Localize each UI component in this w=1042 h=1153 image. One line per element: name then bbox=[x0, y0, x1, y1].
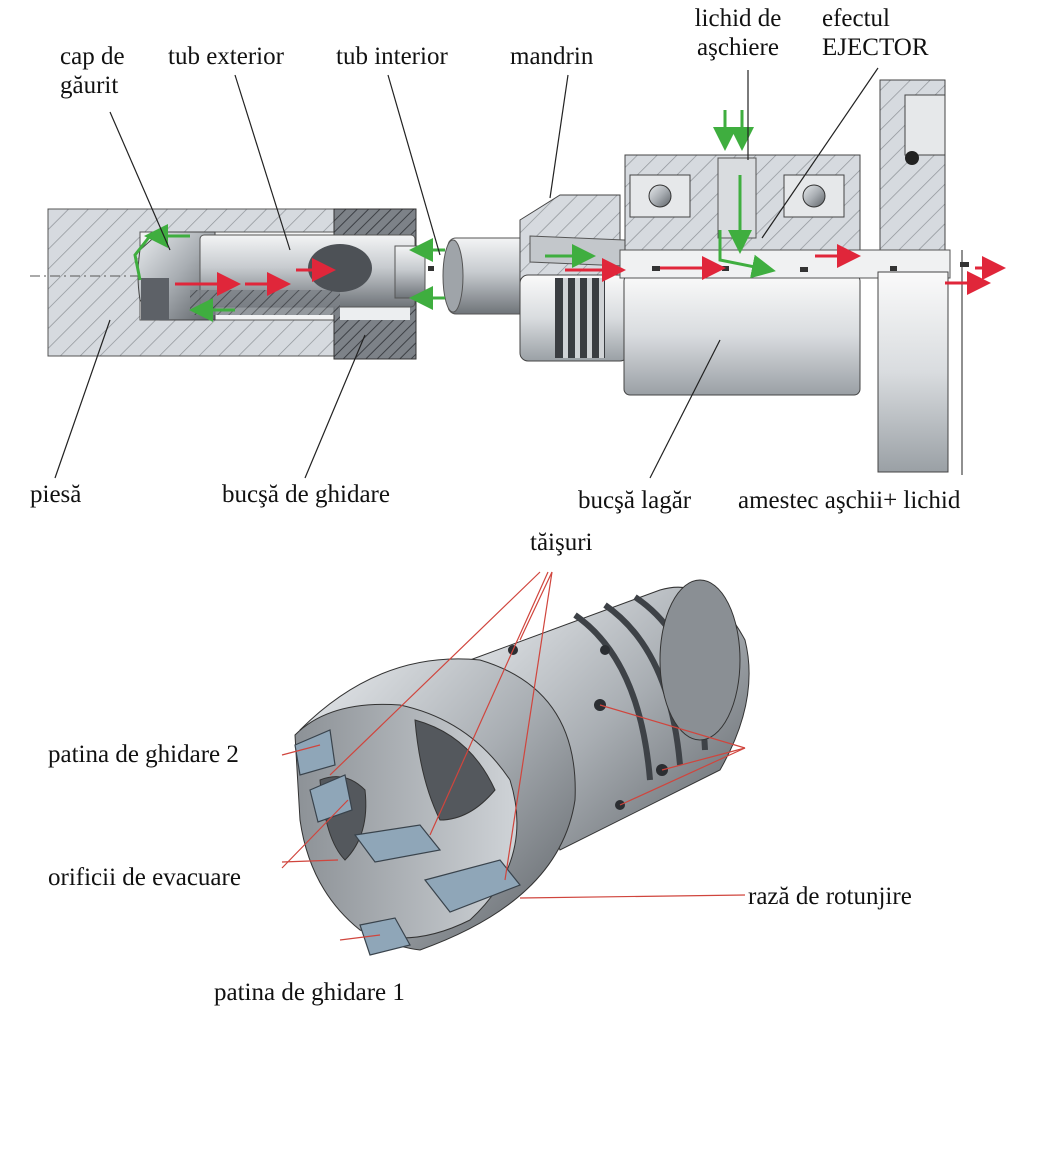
ball-bearing-left bbox=[629, 174, 691, 218]
label-patina-2: patina de ghidare 2 bbox=[48, 741, 239, 768]
label-efectul-ejector: efectul EJECTOR bbox=[822, 5, 929, 61]
label-bucsa-lagar: bucşă lagăr bbox=[578, 487, 692, 514]
bearing-bushing bbox=[623, 274, 861, 396]
label-cap-de-gaurit: cap de găurit bbox=[60, 43, 125, 99]
label-lichid-de-aschiere: lichid de aşchiere bbox=[694, 5, 782, 61]
label-raza: rază de rotunjire bbox=[748, 883, 912, 910]
label-bucsa-de-ghidare: bucşă de ghidare bbox=[222, 481, 390, 508]
label-amestec: amestec aşchii+ lichid bbox=[738, 487, 961, 514]
label-patina-1: patina de ghidare 1 bbox=[214, 979, 405, 1006]
leader-lines-bottom bbox=[281, 571, 746, 941]
ball-bearing-right bbox=[783, 174, 845, 218]
leader-lines-top bbox=[54, 67, 879, 479]
chip-flow-arrows bbox=[175, 244, 1006, 296]
label-mandrin: mandrin bbox=[510, 43, 594, 70]
chuck-nut-knurl bbox=[555, 278, 605, 358]
evacuation-opening-1 bbox=[414, 719, 496, 821]
flange bbox=[877, 271, 949, 473]
drill-head-3d bbox=[281, 571, 750, 956]
label-piesa: piesă bbox=[30, 481, 82, 508]
cutting-inserts bbox=[294, 729, 521, 956]
label-taisuri: tăişuri bbox=[530, 529, 593, 556]
drilling-assembly-section bbox=[30, 67, 1006, 479]
label-tub-exterior: tub exterior bbox=[168, 43, 284, 70]
label-orificii: orificii de evacuare bbox=[48, 864, 241, 891]
coolant-inlet bbox=[717, 157, 757, 239]
label-tub-interior: tub interior bbox=[336, 43, 448, 70]
